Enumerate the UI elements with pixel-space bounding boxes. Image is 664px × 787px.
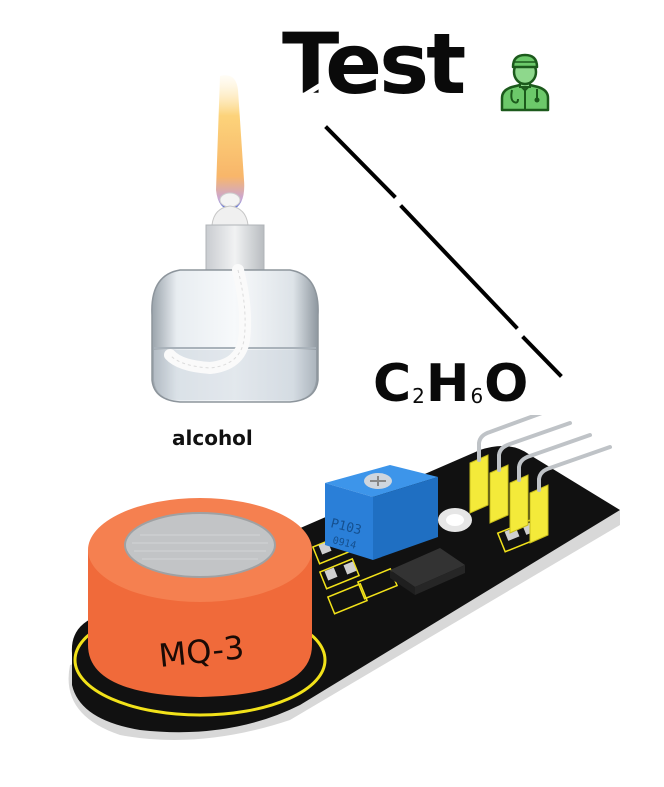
sensor-model-label: MQ-3	[157, 628, 246, 675]
formula-carbon-count: 2	[412, 384, 425, 408]
pot-label: P103	[329, 516, 363, 538]
lamp-label: alcohol	[172, 426, 253, 450]
alcohol-lamp-icon	[151, 75, 319, 403]
mq3-sensor-module-icon: P103 0914 MQ-3	[68, 415, 621, 740]
formula-hydrogen: H	[425, 354, 470, 414]
formula-hydrogen-count: 6	[470, 384, 483, 408]
formula-carbon: C	[373, 354, 411, 414]
doctor-icon	[500, 53, 550, 112]
formula-oxygen: O	[484, 354, 528, 414]
